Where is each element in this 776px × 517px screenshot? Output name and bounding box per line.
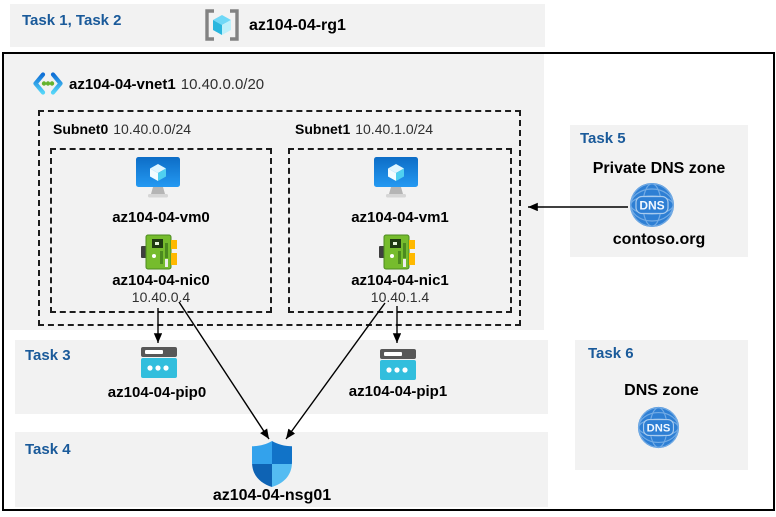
- subnet0-cidr: 10.40.0.0/24: [113, 121, 192, 137]
- dns-icon-text-task6: DNS: [647, 423, 671, 435]
- task6-label: Task 6: [588, 345, 634, 362]
- virtual-network-icon: [33, 72, 63, 95]
- task12-band: [10, 4, 545, 47]
- nic0-label: az104-04-nic0: [112, 272, 210, 289]
- public-ip-icon-pip0: [141, 347, 177, 378]
- subnet0-name: Subnet0: [53, 121, 109, 137]
- task6-title: DNS zone: [624, 382, 699, 399]
- subnet0-inner-box: [50, 148, 272, 313]
- nsg-label: az104-04-nsg01: [212, 487, 332, 504]
- task3-label: Task 3: [25, 347, 71, 364]
- task4-label: Task 4: [25, 441, 71, 458]
- vm0-label: az104-04-vm0: [112, 209, 210, 226]
- nic0-ip: 10.40.0.4: [131, 289, 191, 305]
- vm1-label: az104-04-vm1: [351, 209, 449, 226]
- virtual-machine-icon-vm1: [374, 157, 418, 198]
- nic1-ip: 10.40.1.4: [370, 289, 430, 305]
- private-dns-zone-name: contoso.org: [612, 231, 706, 248]
- pip1-label: az104-04-pip1: [348, 383, 448, 400]
- subnet1-name: Subnet1: [295, 121, 351, 137]
- public-ip-icon-pip1: [380, 349, 416, 380]
- pip0-label: az104-04-pip0: [107, 384, 207, 401]
- network-interface-icon-nic1: [379, 234, 415, 270]
- task12-label: Task 1, Task 2: [22, 12, 122, 29]
- vnet-name: az104-04-vnet1: [69, 76, 176, 93]
- network-security-group-icon: [252, 441, 292, 487]
- dns-icon-text-task5: DNS: [639, 199, 664, 213]
- network-interface-icon-nic0: [141, 234, 177, 270]
- nic1-label: az104-04-nic1: [351, 272, 449, 289]
- task6-box: [575, 340, 748, 470]
- task5-label: Task 5: [580, 130, 626, 147]
- resource-group-icon: [205, 9, 239, 41]
- virtual-machine-icon-vm0: [136, 157, 180, 198]
- vnet-cidr: 10.40.0.0/20: [180, 76, 265, 93]
- task5-title: Private DNS zone: [592, 160, 726, 177]
- dns-zone-icon: DNS: [637, 406, 680, 449]
- diagram-frame: [2, 52, 775, 511]
- subnet1-inner-box: [288, 148, 512, 313]
- resource-group-name: az104-04-rg1: [249, 17, 346, 34]
- private-dns-zone-icon: DNS: [630, 183, 674, 227]
- vnet-area: [4, 54, 544, 330]
- subnets-outer-box: [38, 110, 521, 326]
- subnet1-cidr: 10.40.1.0/24: [355, 121, 434, 137]
- task3-band: [15, 340, 548, 414]
